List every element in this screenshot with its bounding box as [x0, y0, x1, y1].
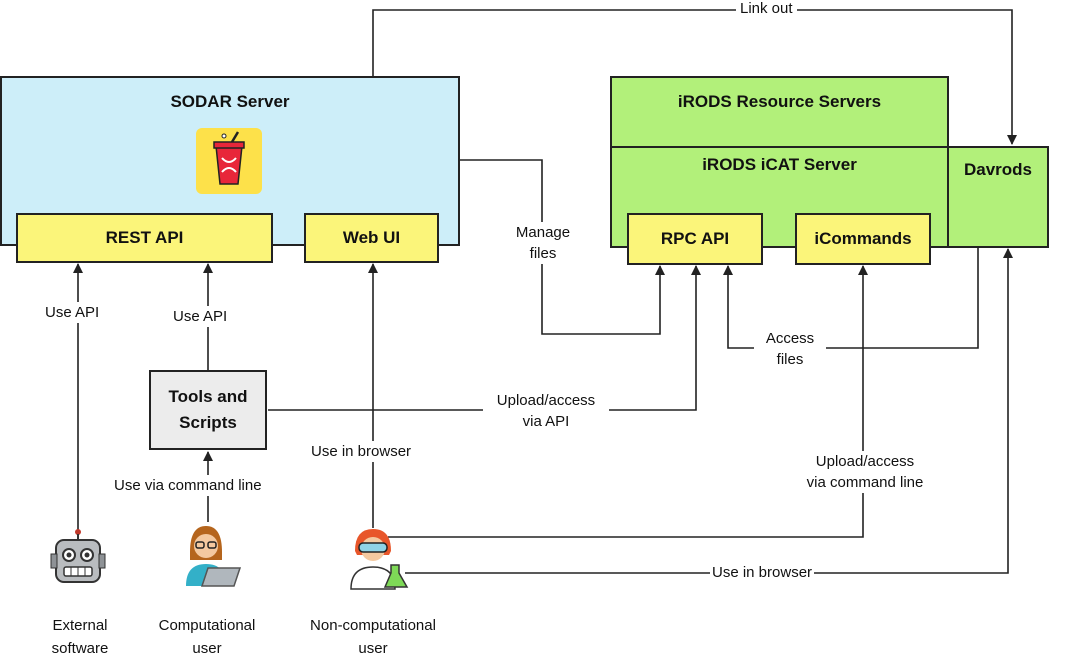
label-use-in-browser-2: Use in browser [710, 562, 815, 583]
web-ui-box: Web UI [304, 213, 439, 263]
tools-line-2: Scripts [179, 413, 237, 432]
scientist-icon [345, 525, 409, 596]
irods-resource-servers [610, 76, 949, 148]
tools-and-scripts-box: Tools and Scripts [149, 370, 267, 450]
sodar-logo-icon [196, 128, 262, 194]
robot-icon [50, 528, 106, 593]
label-use-api-1: Use API [45, 302, 100, 323]
tools-line-1: Tools and [168, 387, 248, 406]
label-use-in-browser-1: Use in browser [311, 441, 412, 462]
label-use-api-2: Use API [173, 306, 228, 327]
computational-user-icon [178, 522, 246, 593]
sodar-server-title: SODAR Server [170, 92, 290, 111]
rest-api-box: REST API [16, 213, 273, 263]
label-use-via-command-line: Use via command line [114, 475, 262, 496]
davrods-title: Davrods [963, 160, 1033, 179]
irods-resource-title: iRODS Resource Servers [677, 92, 882, 111]
icommands-box: iCommands [795, 213, 931, 265]
rpc-api-box: RPC API [627, 213, 763, 265]
irods-icat-title: iRODS iCAT Server [702, 155, 857, 174]
davrods-box [947, 146, 1049, 248]
label-link-out: Link out [736, 0, 797, 19]
